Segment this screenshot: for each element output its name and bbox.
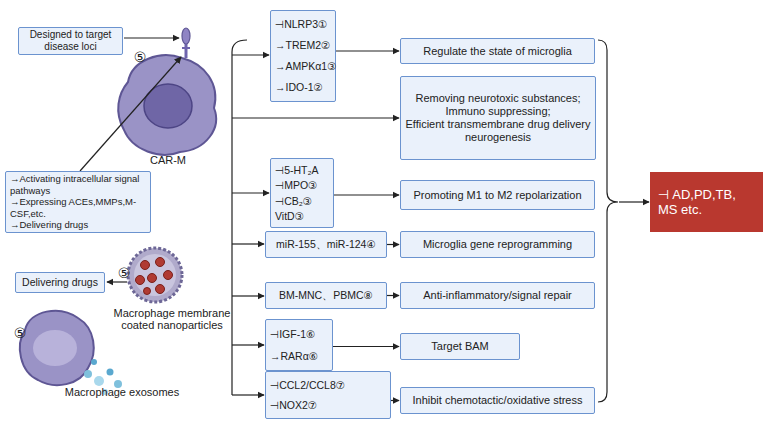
node-text: ⊣ AD,PD,TB, MS etc. [658,187,755,217]
grouping-brace [598,40,618,402]
callout-number: ⑤ [8,326,32,341]
drug-particle [164,271,173,280]
node-text: Efficient transmembrane drug delivery ne… [405,118,591,144]
macrophage-cell [118,55,216,154]
fan-arrow [232,344,264,345]
nanoparticle-core [134,254,176,296]
cell-label: Macrophage exosomes [62,386,182,398]
node-text: →IDO-1② [275,81,331,94]
inhibit-arrow [619,201,649,202]
node-text: Promoting M1 to M2 repolarization [405,189,590,202]
node-text: →AMPKα1③ [275,60,331,73]
node-text: BM-MNC、PBMC⑧ [270,289,382,302]
drug-particle [144,288,151,295]
macrophage-cell [20,311,94,385]
flow-arrow [336,50,399,51]
node-text: →TREM2② [275,39,331,52]
node-text: Regulate the state of microglia [405,45,590,58]
target-box: ⊣IGF-1⑥ →RARα⑥ [265,319,333,371]
flow-arrow [333,346,399,347]
fan-arrow [232,295,264,296]
node-text: Removing neurotoxic substances; [405,92,591,105]
drug-particle [148,274,157,283]
leader-arrow [107,281,127,282]
node-text: ⊣CCL2/CCL8⑦ [270,379,386,392]
target-box: ⊣CCL2/CCL8⑦ ⊣NOX2⑦ [265,371,391,419]
function-box: →Activating intracellular signal pathway… [5,171,151,233]
flow-arrow [387,295,399,296]
effect-box: Microglia gene reprogramming [400,231,595,258]
function-box: Delivering drugs [15,272,105,293]
fan-arrow [232,117,399,118]
node-text: ⊣MPO③ [275,179,329,192]
node-text: ⊣NOX2⑦ [270,399,386,412]
fan-arrow [232,54,269,55]
callout-number: ⑤ [112,266,136,281]
drug-particle [156,258,165,267]
nanoparticle-membrane [128,248,182,302]
node-text: Delivering drugs [20,276,100,289]
cell-cytoplasm [33,330,77,366]
fan-arrow [232,243,264,244]
exosome-vesicle [94,376,104,386]
leader-arrow [80,57,181,171]
target-box: ⊣NLRP3① →TREM2② →AMPKα1③ →IDO-1② [270,10,336,102]
node-text: Inhibit chemotactic/oxidative stress [405,394,590,407]
drug-particle [141,261,150,270]
node-text: →Delivering drugs [10,219,146,231]
grouping-brace [232,40,247,395]
effect-box: Promoting M1 to M2 repolarization [400,180,595,210]
effect-box: Inhibit chemotactic/oxidative stress [400,387,595,414]
node-text: ⊣IGF-1⑥ [270,328,328,341]
exosome-vesicle [91,359,97,365]
effect-box: Removing neurotoxic substances;Immuno su… [400,76,596,160]
node-text: miR-155、miR-124④ [270,238,382,251]
leader-arrow [124,37,179,38]
drug-particle [136,276,145,285]
callout-number: ⑤ [128,50,152,65]
car-receptor-stem [185,44,188,58]
node-text: →Expressing ACEs,MMPs,M-CSF,etc. [10,196,146,219]
node-text: Target BAM [405,340,515,353]
node-text: ⊣CB₂③ [275,195,329,208]
effect-box: Target BAM [400,333,520,360]
node-text: ⊣NLRP3① [275,18,331,31]
target-box: Designed to target disease loci [18,27,123,55]
drug-particle [156,285,165,294]
node-text: Anti-inflammatory/signal repair [405,289,590,302]
effect-box: Regulate the state of microglia [400,38,595,64]
target-box: miR-155、miR-124④ [265,231,387,258]
node-text: Microglia gene reprogramming [405,238,590,251]
cell-label: Macrophage membrane coated nanoparticles [108,307,236,331]
car-receptor-bar [182,47,190,49]
node-text: →RARα⑥ [270,350,328,363]
target-box: ⊣5-HT₂A ⊣MPO③ ⊣CB₂③ VitD③ [270,158,334,228]
disease-box: ⊣ AD,PD,TB, MS etc. [650,172,763,232]
node-text: Designed to target disease loci [23,29,118,53]
flow-arrow [387,244,399,245]
effect-box: Anti-inflammatory/signal repair [400,282,595,309]
node-text: Immuno suppressing; [405,105,591,118]
node-text: →Activating intracellular signal pathway… [10,173,146,196]
target-box: BM-MNC、PBMC⑧ [265,282,387,309]
cell-label: CAR-M [140,154,196,166]
exosome-vesicle [84,370,92,378]
fan-arrow [232,394,264,395]
flow-arrow [334,194,399,195]
car-receptor-head [182,28,190,44]
fan-arrow [232,192,269,193]
flow-arrow [391,400,399,401]
exosome-vesicle [107,369,114,376]
node-text: VitD③ [275,210,329,223]
node-text: ⊣5-HT₂A [275,164,329,177]
